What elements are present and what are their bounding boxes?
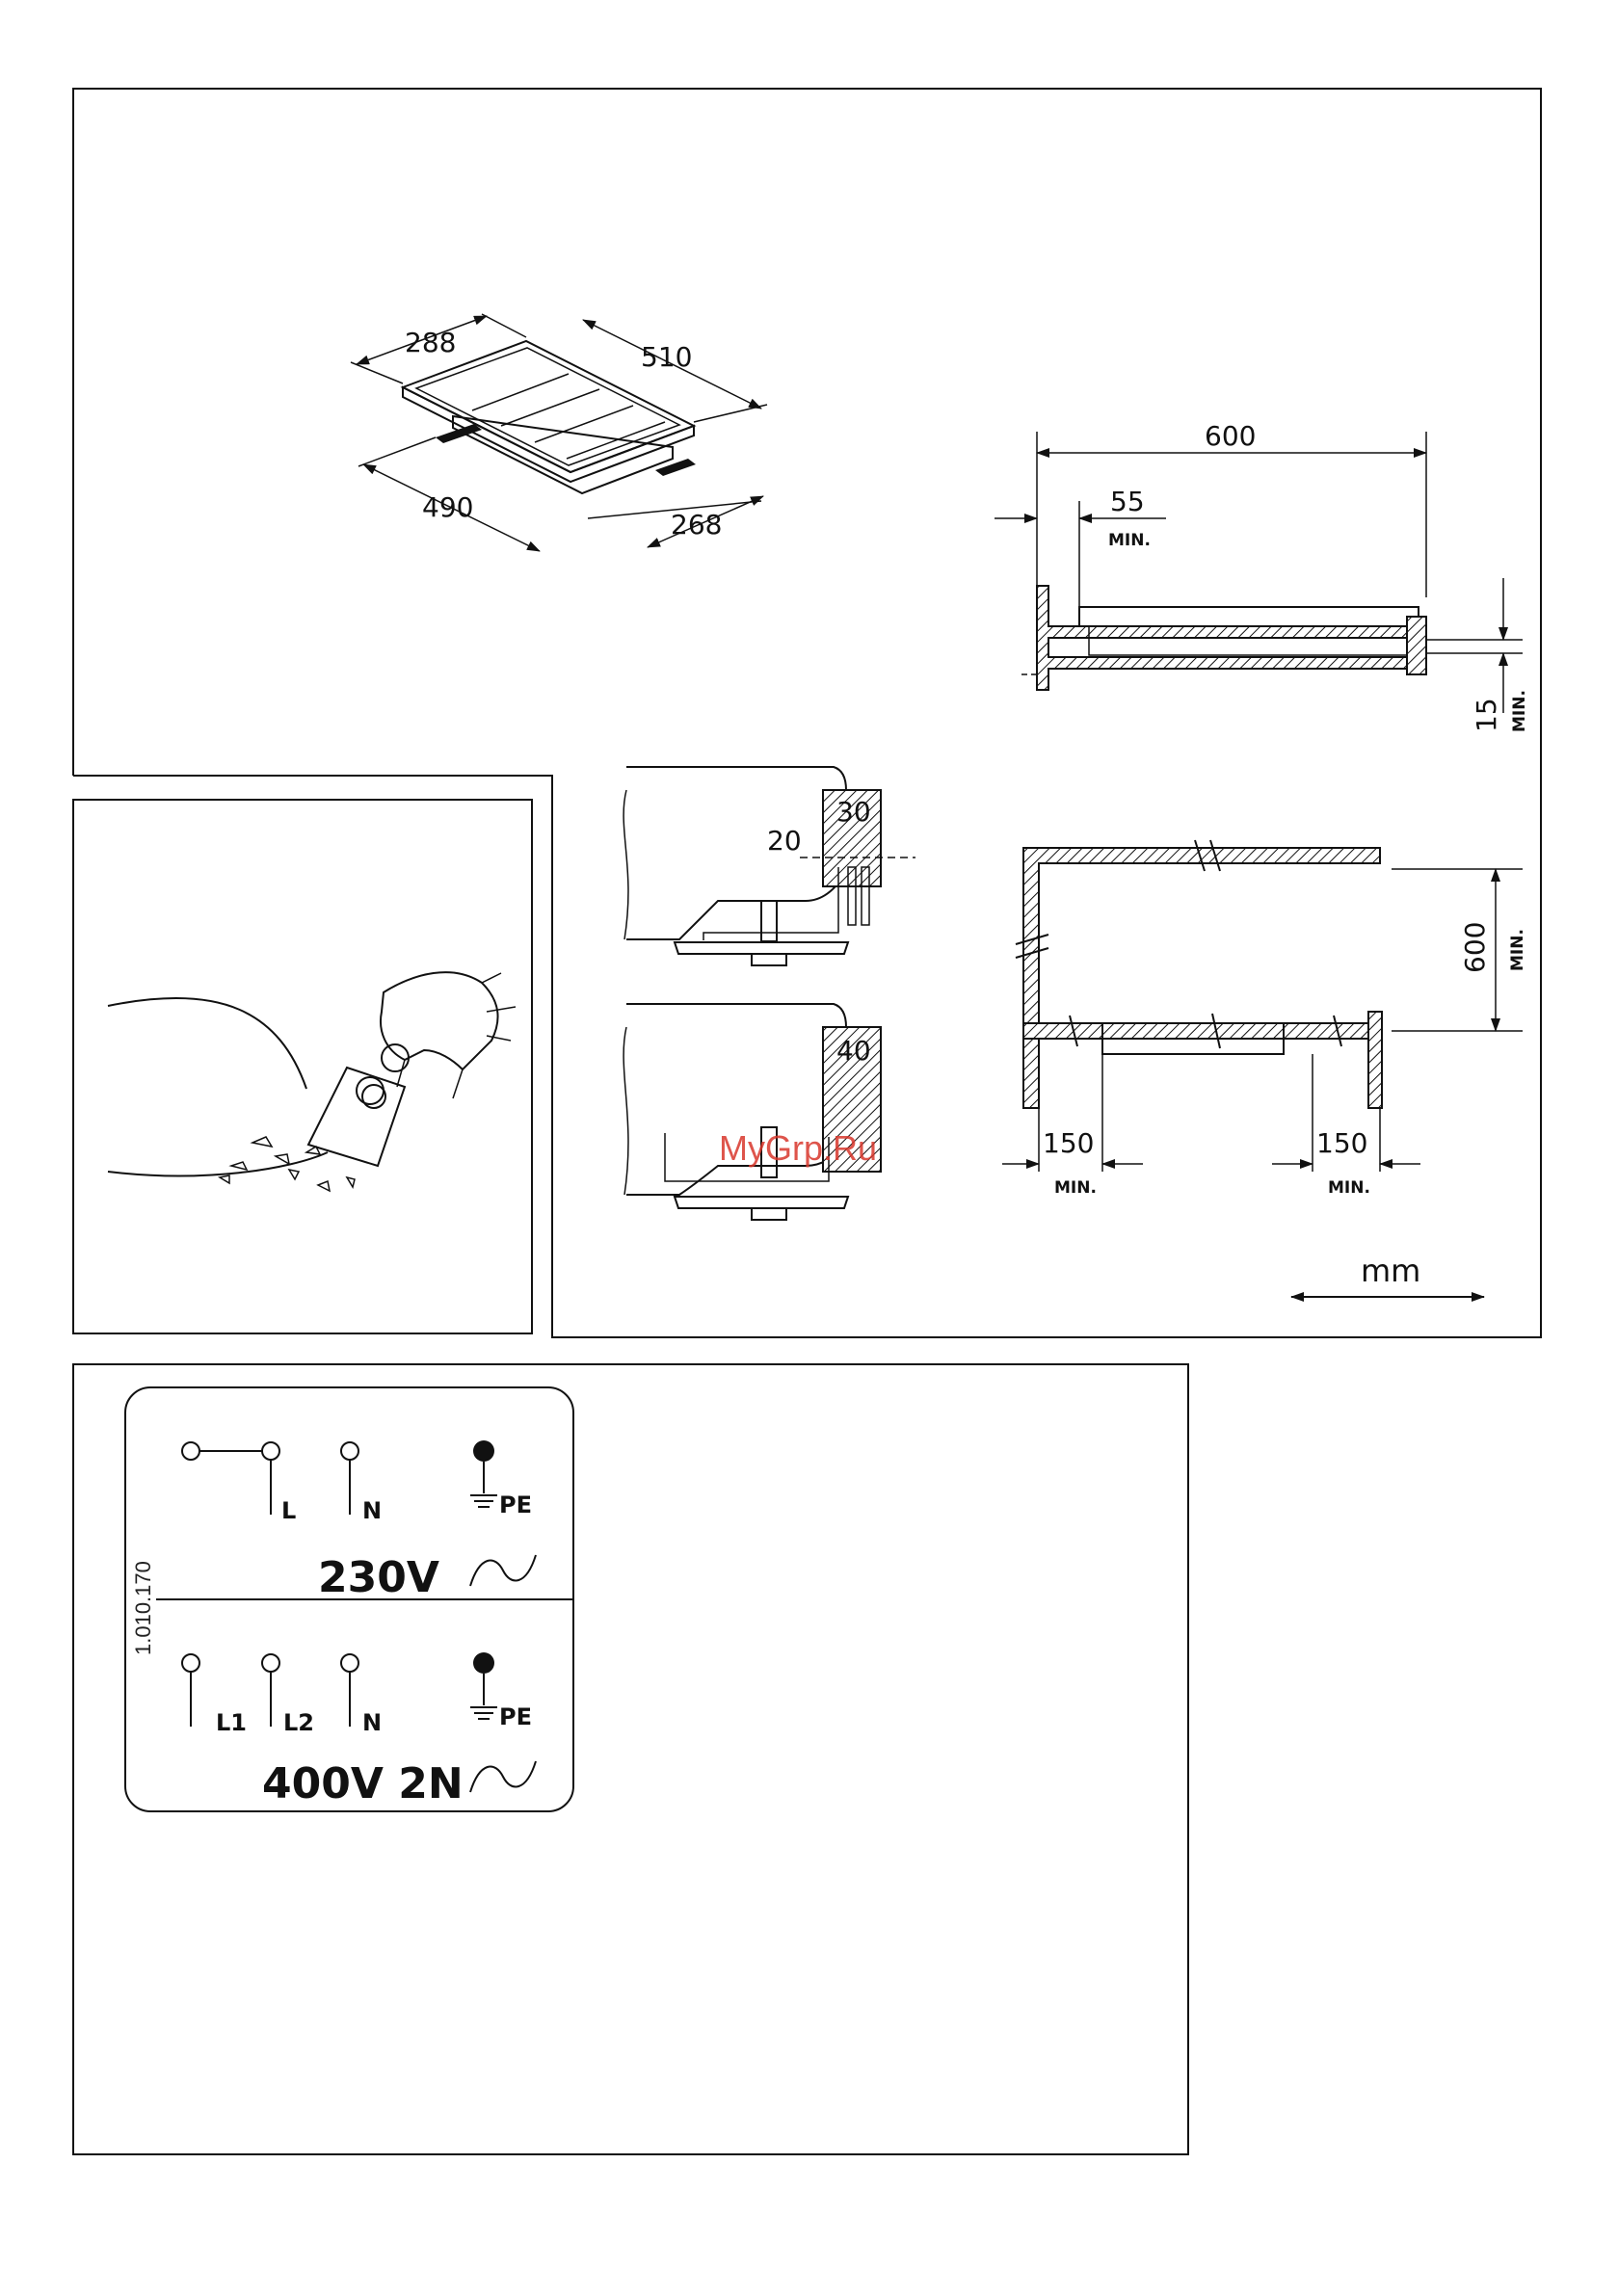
scraped-debris (220, 1137, 355, 1191)
hob-section (1079, 607, 1419, 626)
side-section-view: 600 55 MIN. 15 MIN. (995, 420, 1529, 732)
wall-cabinet (1023, 848, 1380, 1108)
scraper-blade (308, 1068, 405, 1166)
wiring-diagram: 1.010.170 L N PE 230V L1 (125, 1387, 573, 1811)
earth-pe-label: PE (499, 1491, 532, 1518)
terminal-bridge-icon (182, 1442, 199, 1460)
dim-150-left-min: MIN. (1054, 1178, 1097, 1198)
clearance-view: 600 MIN. 150 MIN. 150 MIN. (1002, 840, 1527, 1198)
terminal-l2-icon (262, 1654, 279, 1672)
terminal-l1-label: L1 (216, 1709, 247, 1736)
terminal-l-label: L (281, 1497, 296, 1524)
two-phase-terminals: L1 L2 N PE 400V 2N (182, 1652, 536, 1808)
terminal-l2-label: L2 (283, 1709, 314, 1736)
worktop-clearance (1023, 1023, 1380, 1039)
dim-55-min: MIN. (1108, 531, 1151, 550)
dim-55-label: 55 (1110, 486, 1145, 517)
terminal-n2-icon (341, 1654, 358, 1672)
dim-40-label: 40 (836, 1035, 871, 1067)
fixing-screw-upper (761, 901, 777, 941)
dim-150-left-label: 150 (1043, 1127, 1094, 1159)
dim-600-clearance-label: 600 (1459, 922, 1491, 973)
dim-288-label: 288 (405, 327, 456, 358)
panel-frames (73, 89, 1541, 2154)
worktop-section (1037, 586, 1422, 690)
earth2-icon (473, 1652, 494, 1674)
dim-20-label: 20 (767, 825, 802, 857)
single-phase-terminals: L N PE 230V (182, 1440, 536, 1602)
unit-label: mm (1361, 1253, 1420, 1289)
dim-268-label: 268 (671, 509, 722, 541)
bracket-detail-lower: 40 MyGrp.Ru (623, 1004, 881, 1220)
earth-icon (473, 1440, 494, 1462)
hob-perspective: 288 510 490 268 (351, 314, 767, 551)
hob-surface-curve (108, 998, 306, 1089)
wiring-panel-frame (73, 1364, 1188, 2154)
hand-outline (381, 972, 498, 1069)
terminal-n-icon (341, 1442, 358, 1460)
dim-490-label: 490 (422, 491, 473, 523)
unit-indicator: mm (1291, 1253, 1484, 1297)
cutout-edge-right (655, 459, 696, 476)
product-code: 1.010.170 (131, 1561, 155, 1655)
watermark: MyGrp.Ru (719, 1128, 877, 1168)
earth2-pe-label: PE (499, 1703, 532, 1730)
dim-30-label: 30 (836, 796, 871, 828)
cleaning-panel-frame (73, 800, 532, 1333)
dim-150-right-min: MIN. (1328, 1178, 1370, 1198)
dim-510-label: 510 (641, 341, 692, 373)
ac-symbol2-icon (470, 1761, 536, 1792)
terminal-n2-label: N (362, 1709, 382, 1736)
voltage-230-label: 230V (318, 1553, 439, 1602)
terminal-l-icon (262, 1442, 279, 1460)
hob-body (453, 416, 673, 493)
dim-150-right-label: 150 (1316, 1127, 1367, 1159)
terminal-n-label: N (362, 1497, 382, 1524)
bracket-detail-upper: 30 20 (623, 767, 915, 965)
ac-symbol-icon (470, 1555, 536, 1586)
voltage-400-label: 400V 2N (262, 1759, 464, 1808)
dim-600-min: MIN. (1508, 929, 1527, 971)
terminal-l1-icon (182, 1654, 199, 1672)
dim-15-label: 15 (1471, 698, 1502, 732)
scraper-illustration (108, 972, 516, 1191)
dim-600-label: 600 (1205, 420, 1256, 452)
dim-15-min: MIN. (1510, 690, 1529, 732)
